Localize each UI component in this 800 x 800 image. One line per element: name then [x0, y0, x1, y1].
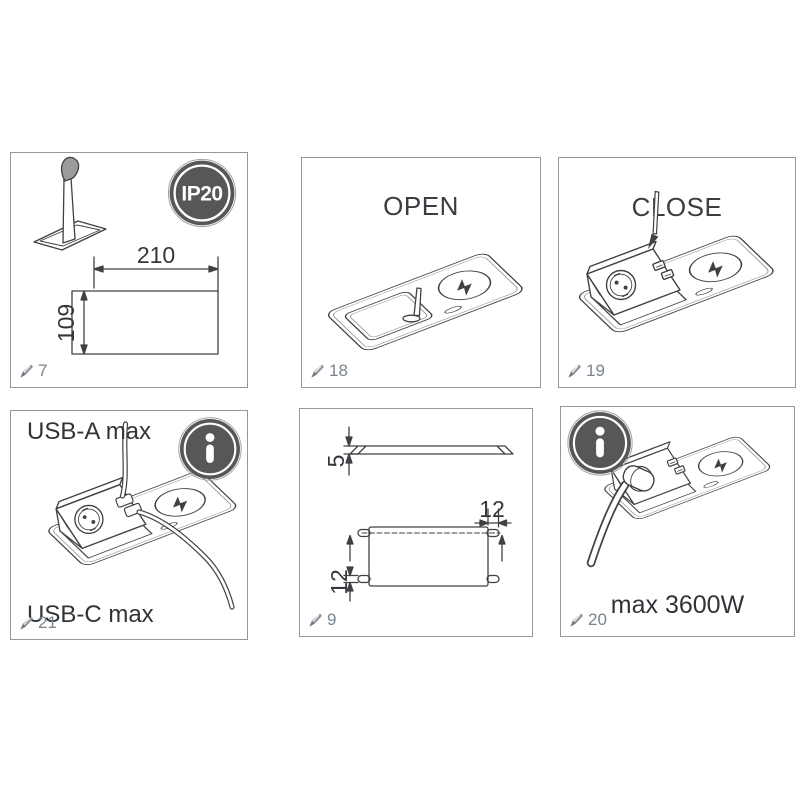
dim-inset-side-label: 12: [326, 569, 352, 595]
usb-a-label: USB-A max: [27, 418, 152, 445]
pencil-icon: [308, 613, 323, 628]
step-number: 18: [329, 361, 348, 380]
dim-inset-top-label: 12: [479, 496, 505, 522]
panel-profile-dimensions: 5 12 12 9: [299, 408, 533, 637]
pencil-icon: [310, 364, 325, 379]
step-footer: 19: [567, 361, 605, 381]
pencil-icon: [567, 364, 582, 379]
panel-open: OPEN 18: [301, 157, 541, 388]
profile-drawing: 5 12 12: [323, 426, 514, 602]
top-view: [343, 508, 512, 602]
open-drawing: [324, 251, 527, 353]
step-number: 19: [586, 361, 605, 380]
info-icon: [177, 416, 243, 482]
step-footer: 9: [308, 610, 336, 630]
dim-width-label: 210: [137, 242, 175, 268]
ip20-badge: IP20: [167, 158, 237, 228]
arrow-down-icon: [648, 190, 660, 249]
power-drawing: [586, 434, 774, 568]
step-footer: 7: [19, 361, 47, 381]
saw-icon: [33, 156, 107, 251]
close-title: CLOSE: [631, 192, 723, 222]
cutout-drawing: 210 109: [33, 156, 219, 355]
step-number: 9: [327, 610, 337, 629]
dimension-lines: [71, 256, 219, 355]
usb-c-label: USB-C max: [27, 601, 154, 628]
step-footer: 18: [310, 361, 348, 381]
step-footer: 21: [19, 613, 57, 633]
side-view: [343, 426, 514, 476]
press-finger-icon: [402, 287, 422, 323]
panel-usb-info: USB-A max USB-C max 21: [10, 410, 248, 640]
open-title: OPEN: [383, 191, 459, 221]
pencil-icon: [19, 364, 34, 379]
pencil-icon: [19, 616, 34, 631]
ip20-text: IP20: [181, 183, 222, 206]
power-cable: [586, 480, 630, 568]
power-plug-icon: [622, 465, 655, 492]
usb-a-cable: [119, 421, 129, 499]
usb-drawing: [44, 421, 240, 610]
panel-close: CLOSE 19: [558, 157, 796, 388]
panel-cutout-dimensions: 210 109 IP20 7: [10, 152, 248, 388]
close-drawing: [575, 190, 778, 335]
dim-height-label: 109: [53, 304, 79, 342]
max-power-label: max 3600W: [610, 591, 745, 619]
step-footer: 20: [569, 610, 607, 630]
usb-c-cable: [136, 509, 235, 610]
step-number: 7: [38, 361, 48, 380]
step-number: 20: [588, 610, 607, 629]
dim-thickness-label: 5: [323, 455, 349, 468]
panel-max-power: max 3600W 20: [560, 406, 795, 637]
info-icon: [566, 409, 634, 477]
pencil-icon: [569, 613, 584, 628]
step-number: 21: [38, 613, 57, 632]
